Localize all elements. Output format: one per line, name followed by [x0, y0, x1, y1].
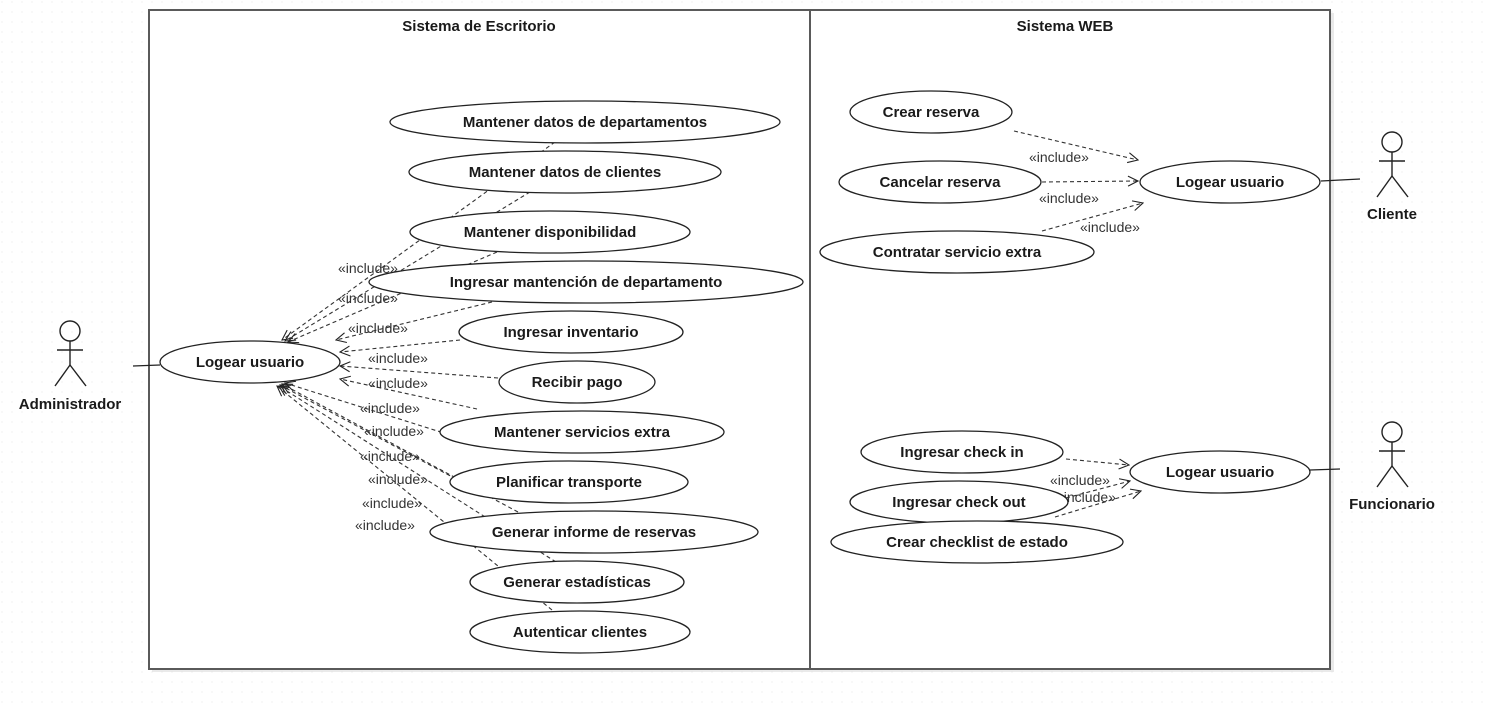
include-label: «include» — [338, 260, 398, 276]
use-case-label: Contratar servicio extra — [873, 244, 1042, 261]
include-label: «include» — [364, 423, 424, 439]
actor-funcionario[interactable] — [1376, 421, 1409, 488]
use-case-mantener-departamentos[interactable]: Mantener datos de departamentos — [389, 100, 781, 144]
include-arrow — [279, 386, 557, 563]
actor-cliente[interactable] — [1376, 131, 1409, 198]
use-case-crear-checklist[interactable]: Crear checklist de estado — [830, 520, 1124, 564]
use-case-crear-reserva[interactable]: Crear reserva — [849, 90, 1013, 134]
actor-administrador[interactable] — [54, 320, 87, 387]
include-arrow — [340, 379, 478, 410]
include-arrow — [282, 384, 481, 492]
use-case-ingresar-inventario[interactable]: Ingresar inventario — [458, 310, 684, 354]
include-label: «include» — [360, 400, 420, 416]
include-arrow — [1013, 130, 1138, 160]
use-case-label: Mantener datos de clientes — [469, 164, 662, 181]
actor-cliente-label: Cliente — [1367, 206, 1417, 223]
use-case-label: Crear reserva — [883, 104, 980, 121]
use-case-mantener-disponibilidad[interactable]: Mantener disponibilidad — [409, 210, 691, 254]
web-system-title: Sistema WEB — [1017, 18, 1114, 35]
use-case-label: Cancelar reserva — [880, 174, 1002, 191]
use-case-label: Planificar transporte — [496, 474, 642, 491]
use-case-label: Logear usuario — [196, 354, 304, 371]
desktop-system-title: Sistema de Escritorio — [402, 18, 555, 35]
use-case-web-client-login[interactable]: Logear usuario — [1139, 160, 1321, 204]
use-case-label: Mantener datos de departamentos — [463, 114, 707, 131]
use-case-generar-informe-reservas[interactable]: Generar informe de reservas — [429, 510, 759, 554]
actor-funcionario-label: Funcionario — [1349, 496, 1435, 513]
use-case-web-staff-login[interactable]: Logear usuario — [1129, 450, 1311, 494]
include-label: «include» — [362, 495, 422, 511]
use-case-label: Autenticar clientes — [513, 624, 647, 641]
include-label: «include» — [1050, 472, 1110, 488]
use-case-label: Recibir pago — [532, 374, 623, 391]
include-label: «include» — [368, 471, 428, 487]
association-client-login — [1320, 178, 1361, 182]
use-case-planificar-transporte[interactable]: Planificar transporte — [449, 460, 689, 504]
include-label: «include» — [360, 448, 420, 464]
use-case-ingresar-mantencion[interactable]: Ingresar mantención de departamento — [368, 260, 804, 304]
use-case-label: Logear usuario — [1166, 464, 1274, 481]
use-case-label: Ingresar inventario — [503, 324, 638, 341]
use-case-label: Ingresar check in — [900, 444, 1023, 461]
association-admin-login — [132, 364, 161, 367]
use-case-ingresar-check-in[interactable]: Ingresar check in — [860, 430, 1064, 474]
use-case-label: Crear checklist de estado — [886, 534, 1068, 551]
include-label: «include» — [1039, 190, 1099, 206]
use-case-ingresar-check-out[interactable]: Ingresar check out — [849, 480, 1069, 524]
use-case-label: Mantener servicios extra — [494, 424, 671, 441]
use-case-label: Ingresar check out — [892, 494, 1025, 511]
use-case-mantener-servicios-extra[interactable]: Mantener servicios extra — [439, 410, 725, 454]
include-labels: «include» «include» «include» «include» … — [338, 149, 1140, 533]
include-arrow — [1041, 203, 1143, 232]
include-label: «include» — [1056, 489, 1116, 505]
use-case-generar-estadisticas[interactable]: Generar estadísticas — [469, 560, 685, 604]
association-staff-login — [1309, 468, 1341, 471]
include-label: «include» — [1080, 219, 1140, 235]
include-label: «include» — [338, 290, 398, 306]
include-arrow — [1041, 181, 1138, 182]
include-arrow — [340, 366, 499, 379]
use-case-label: Ingresar mantención de departamento — [450, 274, 723, 291]
include-arrow — [1054, 491, 1141, 518]
include-arrow — [1065, 458, 1129, 465]
use-case-contratar-servicio-extra[interactable]: Contratar servicio extra — [819, 230, 1095, 274]
include-arrow — [340, 339, 461, 352]
use-case-desktop-login[interactable]: Logear usuario — [159, 340, 341, 384]
include-label: «include» — [368, 350, 428, 366]
actor-administrador-label: Administrador — [19, 396, 122, 413]
use-case-label: Generar estadísticas — [503, 574, 651, 591]
use-case-label: Mantener disponibilidad — [464, 224, 637, 241]
include-arrow — [285, 191, 531, 341]
use-case-label: Generar informe de reservas — [492, 524, 696, 541]
include-arrow — [336, 301, 493, 340]
include-label: «include» — [348, 320, 408, 336]
include-label: «include» — [1029, 149, 1089, 165]
include-label: «include» — [355, 517, 415, 533]
use-case-cancelar-reserva[interactable]: Cancelar reserva — [838, 160, 1042, 204]
use-case-mantener-clientes[interactable]: Mantener datos de clientes — [408, 150, 722, 194]
use-case-recibir-pago[interactable]: Recibir pago — [498, 360, 656, 404]
use-case-label: Logear usuario — [1176, 174, 1284, 191]
use-case-autenticar-clientes[interactable]: Autenticar clientes — [469, 610, 691, 654]
include-label: «include» — [368, 375, 428, 391]
